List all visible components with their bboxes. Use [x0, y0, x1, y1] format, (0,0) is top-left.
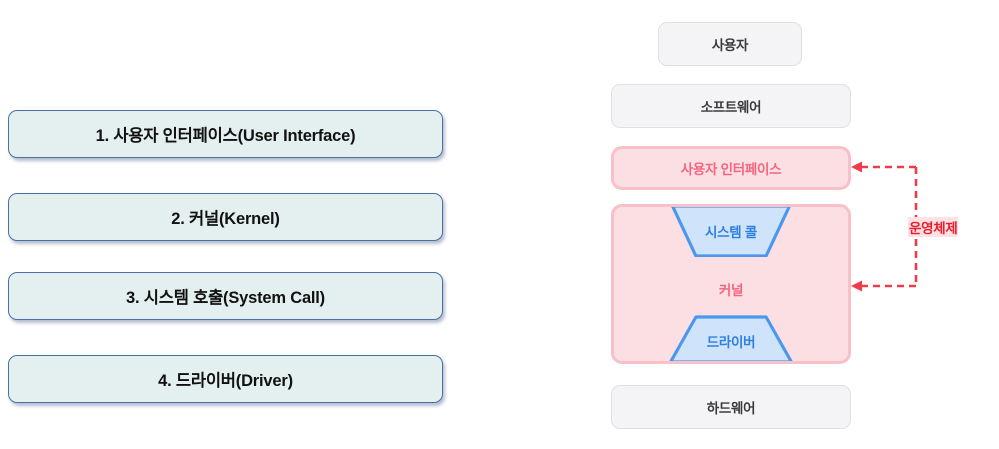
list-item-kernel[interactable]: 2. 커널(Kernel): [8, 193, 443, 241]
diagram-layer-label: 하드웨어: [706, 401, 756, 416]
diagram-layer-label: 사용자 인터페이스: [680, 162, 782, 177]
concept-list-panel: 1. 사용자 인터페이스(User Interface) 2. 커널(Kerne…: [0, 0, 470, 449]
diagram-layer-user[interactable]: 사용자: [658, 22, 802, 66]
kernel-label: 커널: [718, 283, 744, 298]
diagram-layer-label: 소프트웨어: [700, 100, 762, 115]
os-architecture-diagram: 사용자 소프트웨어 사용자 인터페이스 시스템 콜 커널 드라이버 하드웨어: [470, 0, 999, 449]
list-item-label: 2. 커널(Kernel): [171, 210, 280, 228]
list-item-label: 3. 시스템 호출(System Call): [126, 289, 325, 307]
diagram-layer-user-interface[interactable]: 사용자 인터페이스: [611, 146, 851, 190]
diagram-layer-hardware[interactable]: 하드웨어: [611, 385, 851, 429]
list-item-label: 4. 드라이버(Driver): [158, 372, 293, 390]
list-item-label: 1. 사용자 인터페이스(User Interface): [95, 127, 356, 145]
diagram-layer-software[interactable]: 소프트웨어: [611, 84, 851, 128]
driver-trapezoid-shape: [614, 315, 848, 361]
operating-system-bracket-icon: [848, 150, 999, 310]
operating-system-annotation-label: 운영체제: [908, 217, 959, 237]
list-item-user-interface[interactable]: 1. 사용자 인터페이스(User Interface): [8, 110, 443, 158]
list-item-system-call[interactable]: 3. 시스템 호출(System Call): [8, 272, 443, 320]
diagram-layer-kernel[interactable]: 시스템 콜 커널 드라이버: [611, 204, 851, 364]
system-call-trapezoid-shape: [614, 207, 848, 257]
diagram-layer-label: 사용자: [711, 38, 749, 53]
list-item-driver[interactable]: 4. 드라이버(Driver): [8, 355, 443, 403]
